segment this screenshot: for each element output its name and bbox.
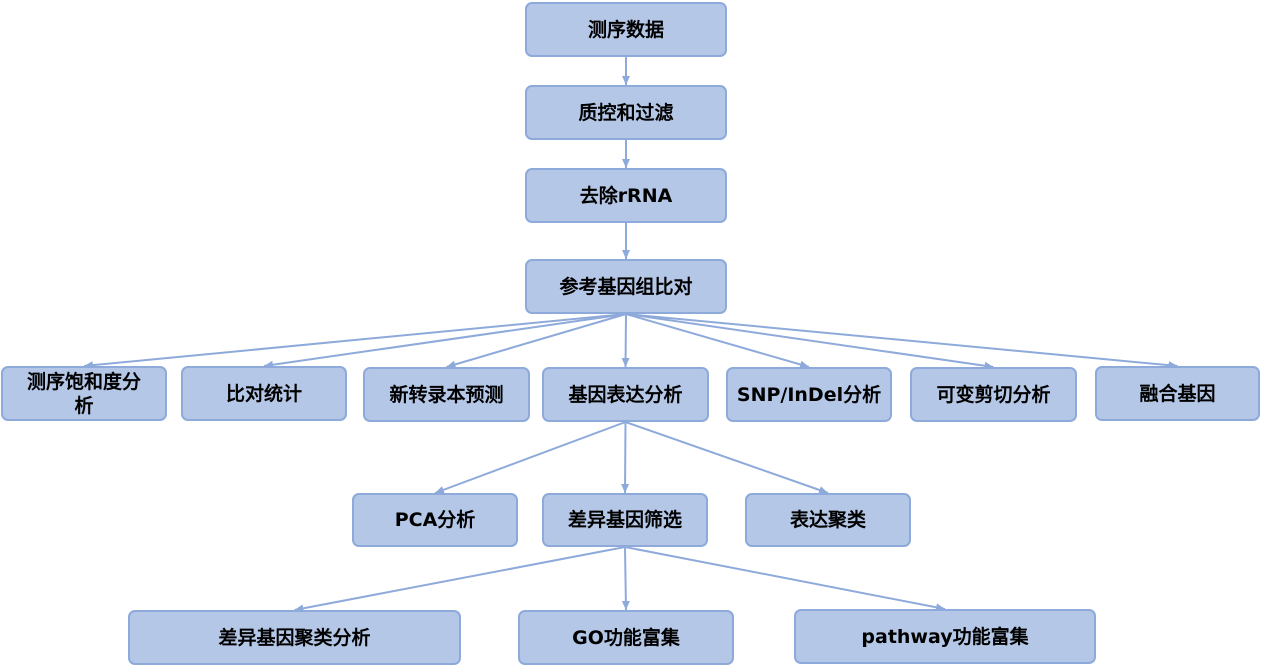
node-remove-rrna: 去除rRNA — [525, 168, 727, 223]
arrow-deg_screen-to-go_enrich — [621, 546, 630, 611]
node-expression-clustering: 表达聚类 — [745, 493, 911, 547]
node-gene-expression: 基因表达分析 — [542, 367, 709, 422]
node-deg-clustering: 差异基因聚类分析 — [128, 610, 461, 665]
arrow-expression-to-deg_screen — [621, 421, 630, 494]
node-snp-indel: SNP/InDel分析 — [726, 367, 892, 422]
arrow-ref_alignment-to-alt_splicing — [625, 313, 994, 370]
node-saturation-analysis: 测序饱和度分析 — [1, 366, 167, 421]
node-ref-alignment: 参考基因组比对 — [525, 259, 727, 314]
arrow-ref_alignment-to-align_stats — [263, 313, 627, 369]
node-novel-transcript: 新转录本预测 — [363, 367, 530, 422]
arrow-ref_alignment-to-fusion_gene — [625, 313, 1178, 370]
node-pathway-enrichment: pathway功能富集 — [794, 609, 1096, 664]
node-deg-screening: 差异基因筛选 — [542, 493, 708, 547]
arrow-ref_alignment-to-saturation — [83, 313, 627, 370]
node-go-enrichment: GO功能富集 — [518, 610, 734, 665]
arrow-expression-to-pca — [434, 421, 626, 494]
node-pca-analysis: PCA分析 — [352, 493, 518, 547]
node-fusion-gene: 融合基因 — [1095, 366, 1260, 421]
node-alt-splicing: 可变剪切分析 — [910, 367, 1077, 422]
arrow-deg_screen-to-deg_cluster — [294, 546, 626, 613]
node-sequencing-data: 测序数据 — [525, 2, 727, 57]
arrow-ref_alignment-to-novel_transcript — [446, 313, 627, 369]
node-alignment-stats: 比对统计 — [181, 366, 347, 421]
arrow-deg_screen-to-pathway_enrich — [624, 546, 946, 612]
node-qc-filter: 质控和过滤 — [525, 85, 727, 140]
arrow-ref_alignment-to-expression — [621, 313, 630, 368]
arrow-expression-to-expr_cluster — [625, 421, 829, 494]
arrow-ref_alignment-to-snp_indel — [625, 313, 810, 369]
